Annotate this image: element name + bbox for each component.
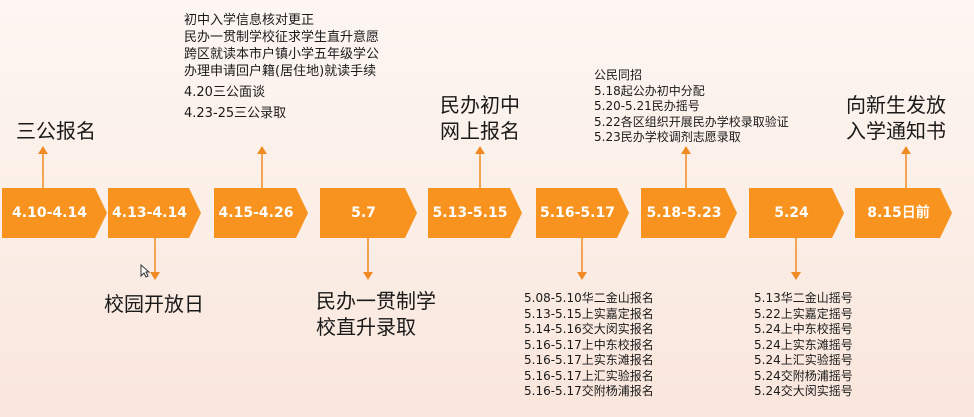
annotation-s8: 5.13华二金山摇号 5.22上实嘉定摇号 5.24上中东校摇号 5.24上实东…	[754, 291, 853, 400]
annotation-line: 初中入学信息核对更正	[184, 13, 315, 28]
stage-s5: 5.13-5.15	[428, 188, 522, 238]
annotation-s9: 向新生发放 入学通知书	[846, 92, 946, 144]
annotation-line: 跨区就读本市户镇小学五年级学公	[184, 47, 380, 62]
stage-label: 8.15日前	[867, 205, 930, 221]
mouse-pointer-icon	[140, 263, 151, 282]
connector-up-s9	[900, 146, 912, 188]
annotation-line: 5.22上实嘉定摇号	[754, 306, 853, 321]
annotation-line: 5.18起公办初中分配	[594, 83, 705, 98]
annotation-line: 5.24交附杨浦摇号	[754, 368, 853, 383]
annotation-line: 民办一贯制学	[316, 289, 436, 313]
connector-down-s6	[576, 238, 588, 280]
annotation-line: 5.16-5.17上实东滩报名	[524, 353, 654, 367]
connector-down-s4	[362, 238, 374, 280]
annotation-line: 5.08-5.10华二金山报名	[524, 291, 654, 305]
annotation-s1: 三公报名	[16, 118, 96, 144]
annotation-s3: 初中入学信息核对更正 民办一贯制学校征求学生直升意愿 跨区就读本市户镇小学五年级…	[184, 12, 379, 122]
annotation-line: 办理申请回户籍(居住地)就读手续	[184, 64, 377, 79]
chevron-arrow-shape	[641, 188, 737, 238]
annotation-line: 5.24上实东滩摇号	[754, 337, 853, 352]
arrow-up-icon	[38, 146, 48, 188]
annotation-line: 三公报名	[16, 119, 96, 143]
stage-label: 5.18-5.23	[646, 205, 722, 221]
stage-s9: 8.15日前	[855, 188, 952, 238]
annotation-line: 5.16-5.17交附杨浦报名	[524, 384, 654, 398]
annotation-s7: 公民同招 5.18起公办初中分配 5.20-5.21民办摇号 5.22各区组织开…	[594, 68, 789, 146]
annotation-s2: 校园开放日	[104, 291, 204, 317]
arrow-down-icon	[363, 238, 373, 280]
chevron-arrow-shape	[428, 188, 522, 238]
annotation-line: 5.13华二金山摇号	[754, 291, 853, 305]
annotation-line: 校直升录取	[316, 315, 416, 339]
chevron-arrow-shape	[536, 188, 629, 238]
connector-up-s3	[256, 146, 268, 188]
annotation-line: 5.24上中东校摇号	[754, 322, 853, 336]
stage-label: 4.10-4.14	[12, 205, 87, 221]
connector-up-s7	[680, 146, 692, 188]
annotation-line: 5.16-5.17上中东校报名	[524, 337, 654, 352]
annotation-line: 网上报名	[440, 119, 520, 143]
annotation-line: 4.20三公面谈	[184, 85, 265, 100]
stage-s6: 5.16-5.17	[536, 188, 629, 238]
annotation-line: 5.13-5.15上实嘉定报名	[524, 306, 654, 321]
arrow-down-icon	[150, 238, 160, 280]
annotation-line: 5.16-5.17上汇实验报名	[524, 368, 654, 383]
annotation-line: 校园开放日	[104, 292, 204, 316]
annotation-line: 民办一贯制学校征求学生直升意愿	[184, 30, 380, 45]
stage-label: 5.7	[351, 205, 376, 221]
annotation-line: 4.23-25三公录取	[184, 106, 287, 121]
annotation-line: 5.24上汇实验摇号	[754, 353, 853, 367]
stage-s3: 4.15-4.26	[214, 188, 308, 238]
arrow-down-icon	[577, 238, 587, 280]
stage-label: 5.16-5.17	[540, 205, 615, 221]
annotation-line: 5.20-5.21民办摇号	[594, 99, 700, 113]
annotation-line: 5.24交大闵实摇号	[754, 384, 853, 398]
annotation-s5: 民办初中 网上报名	[440, 92, 520, 144]
stage-label: 5.24	[774, 205, 809, 221]
arrow-up-icon	[475, 146, 485, 188]
stage-s4: 5.7	[320, 188, 417, 238]
annotation-s6: 5.08-5.10华二金山报名 5.13-5.15上实嘉定报名 5.14-5.1…	[524, 291, 654, 400]
stage-s7: 5.18-5.23	[641, 188, 737, 238]
connector-up-s1	[37, 146, 49, 188]
connector-down-s2	[149, 238, 161, 280]
chevron-arrow-shape	[749, 188, 844, 238]
stage-s8: 5.24	[749, 188, 844, 238]
chevron-arrow-shape	[214, 188, 308, 238]
annotation-line: 公民同招	[594, 68, 643, 82]
annotation-line: 入学通知书	[846, 119, 946, 143]
chevron-arrow-shape	[855, 188, 952, 238]
chevron-arrow-shape	[320, 188, 417, 238]
annotation-line: 5.22各区组织开展民办学校录取验证	[594, 114, 789, 129]
connector-up-s5	[474, 146, 486, 188]
annotation-line: 民办初中	[440, 93, 520, 117]
stage-label: 5.13-5.15	[432, 205, 508, 221]
arrow-up-icon	[257, 146, 267, 188]
stage-s2: 4.13-4.14	[108, 188, 201, 238]
arrow-up-icon	[901, 146, 911, 188]
annotation-line: 5.23民办学校调剂志愿录取	[594, 130, 741, 144]
stage-label: 4.13-4.14	[112, 205, 187, 221]
annotation-line: 向新生发放	[846, 93, 946, 117]
connector-down-s8	[790, 238, 802, 280]
chevron-arrow-shape	[108, 188, 201, 238]
arrow-down-icon	[791, 238, 801, 280]
annotation-line: 5.14-5.16交大闵实报名	[524, 322, 654, 336]
stage-s1: 4.10-4.14	[2, 188, 107, 238]
stage-label: 4.15-4.26	[218, 205, 294, 221]
chevron-arrow-shape	[2, 188, 107, 238]
arrow-up-icon	[681, 146, 691, 188]
annotation-s4: 民办一贯制学 校直升录取	[316, 288, 436, 340]
